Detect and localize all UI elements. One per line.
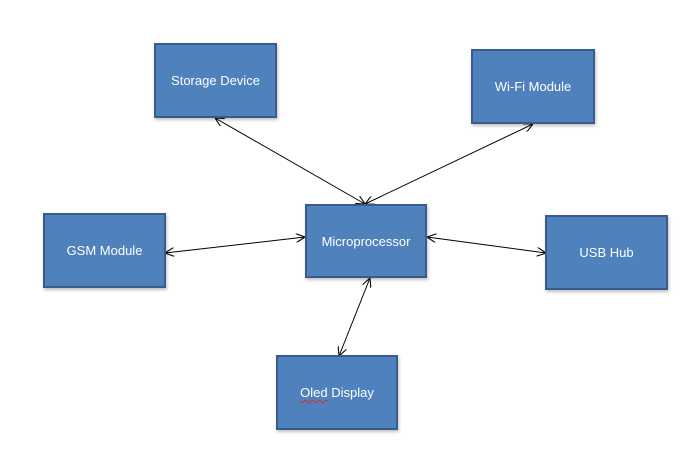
wifi-module-label: Wi-Fi Module — [494, 79, 572, 94]
oled-display-box: Oled Display — [276, 355, 398, 430]
gsm-module-label: GSM Module — [66, 243, 143, 258]
gsm-module-box: GSM Module — [43, 213, 166, 288]
storage-device-label: Storage Device — [171, 73, 260, 88]
usb-hub-box: USB Hub — [545, 215, 668, 290]
wifi-module-box: Wi-Fi Module — [471, 49, 595, 124]
oled-display-label: Oled Display — [300, 385, 374, 400]
usb-hub-label: USB Hub — [579, 245, 634, 260]
edge-micro-oled — [339, 278, 370, 356]
edge-micro-gsm — [165, 237, 305, 253]
storage-device-box: Storage Device — [154, 43, 277, 118]
microprocessor-box: Microprocessor — [305, 204, 427, 278]
microprocessor-label: Microprocessor — [321, 233, 411, 249]
oled-word: Oled — [300, 385, 328, 400]
edge-micro-wifi — [365, 124, 533, 204]
edge-micro-usb — [427, 237, 546, 253]
display-word: Display — [327, 385, 374, 400]
edge-micro-storage — [215, 118, 365, 204]
